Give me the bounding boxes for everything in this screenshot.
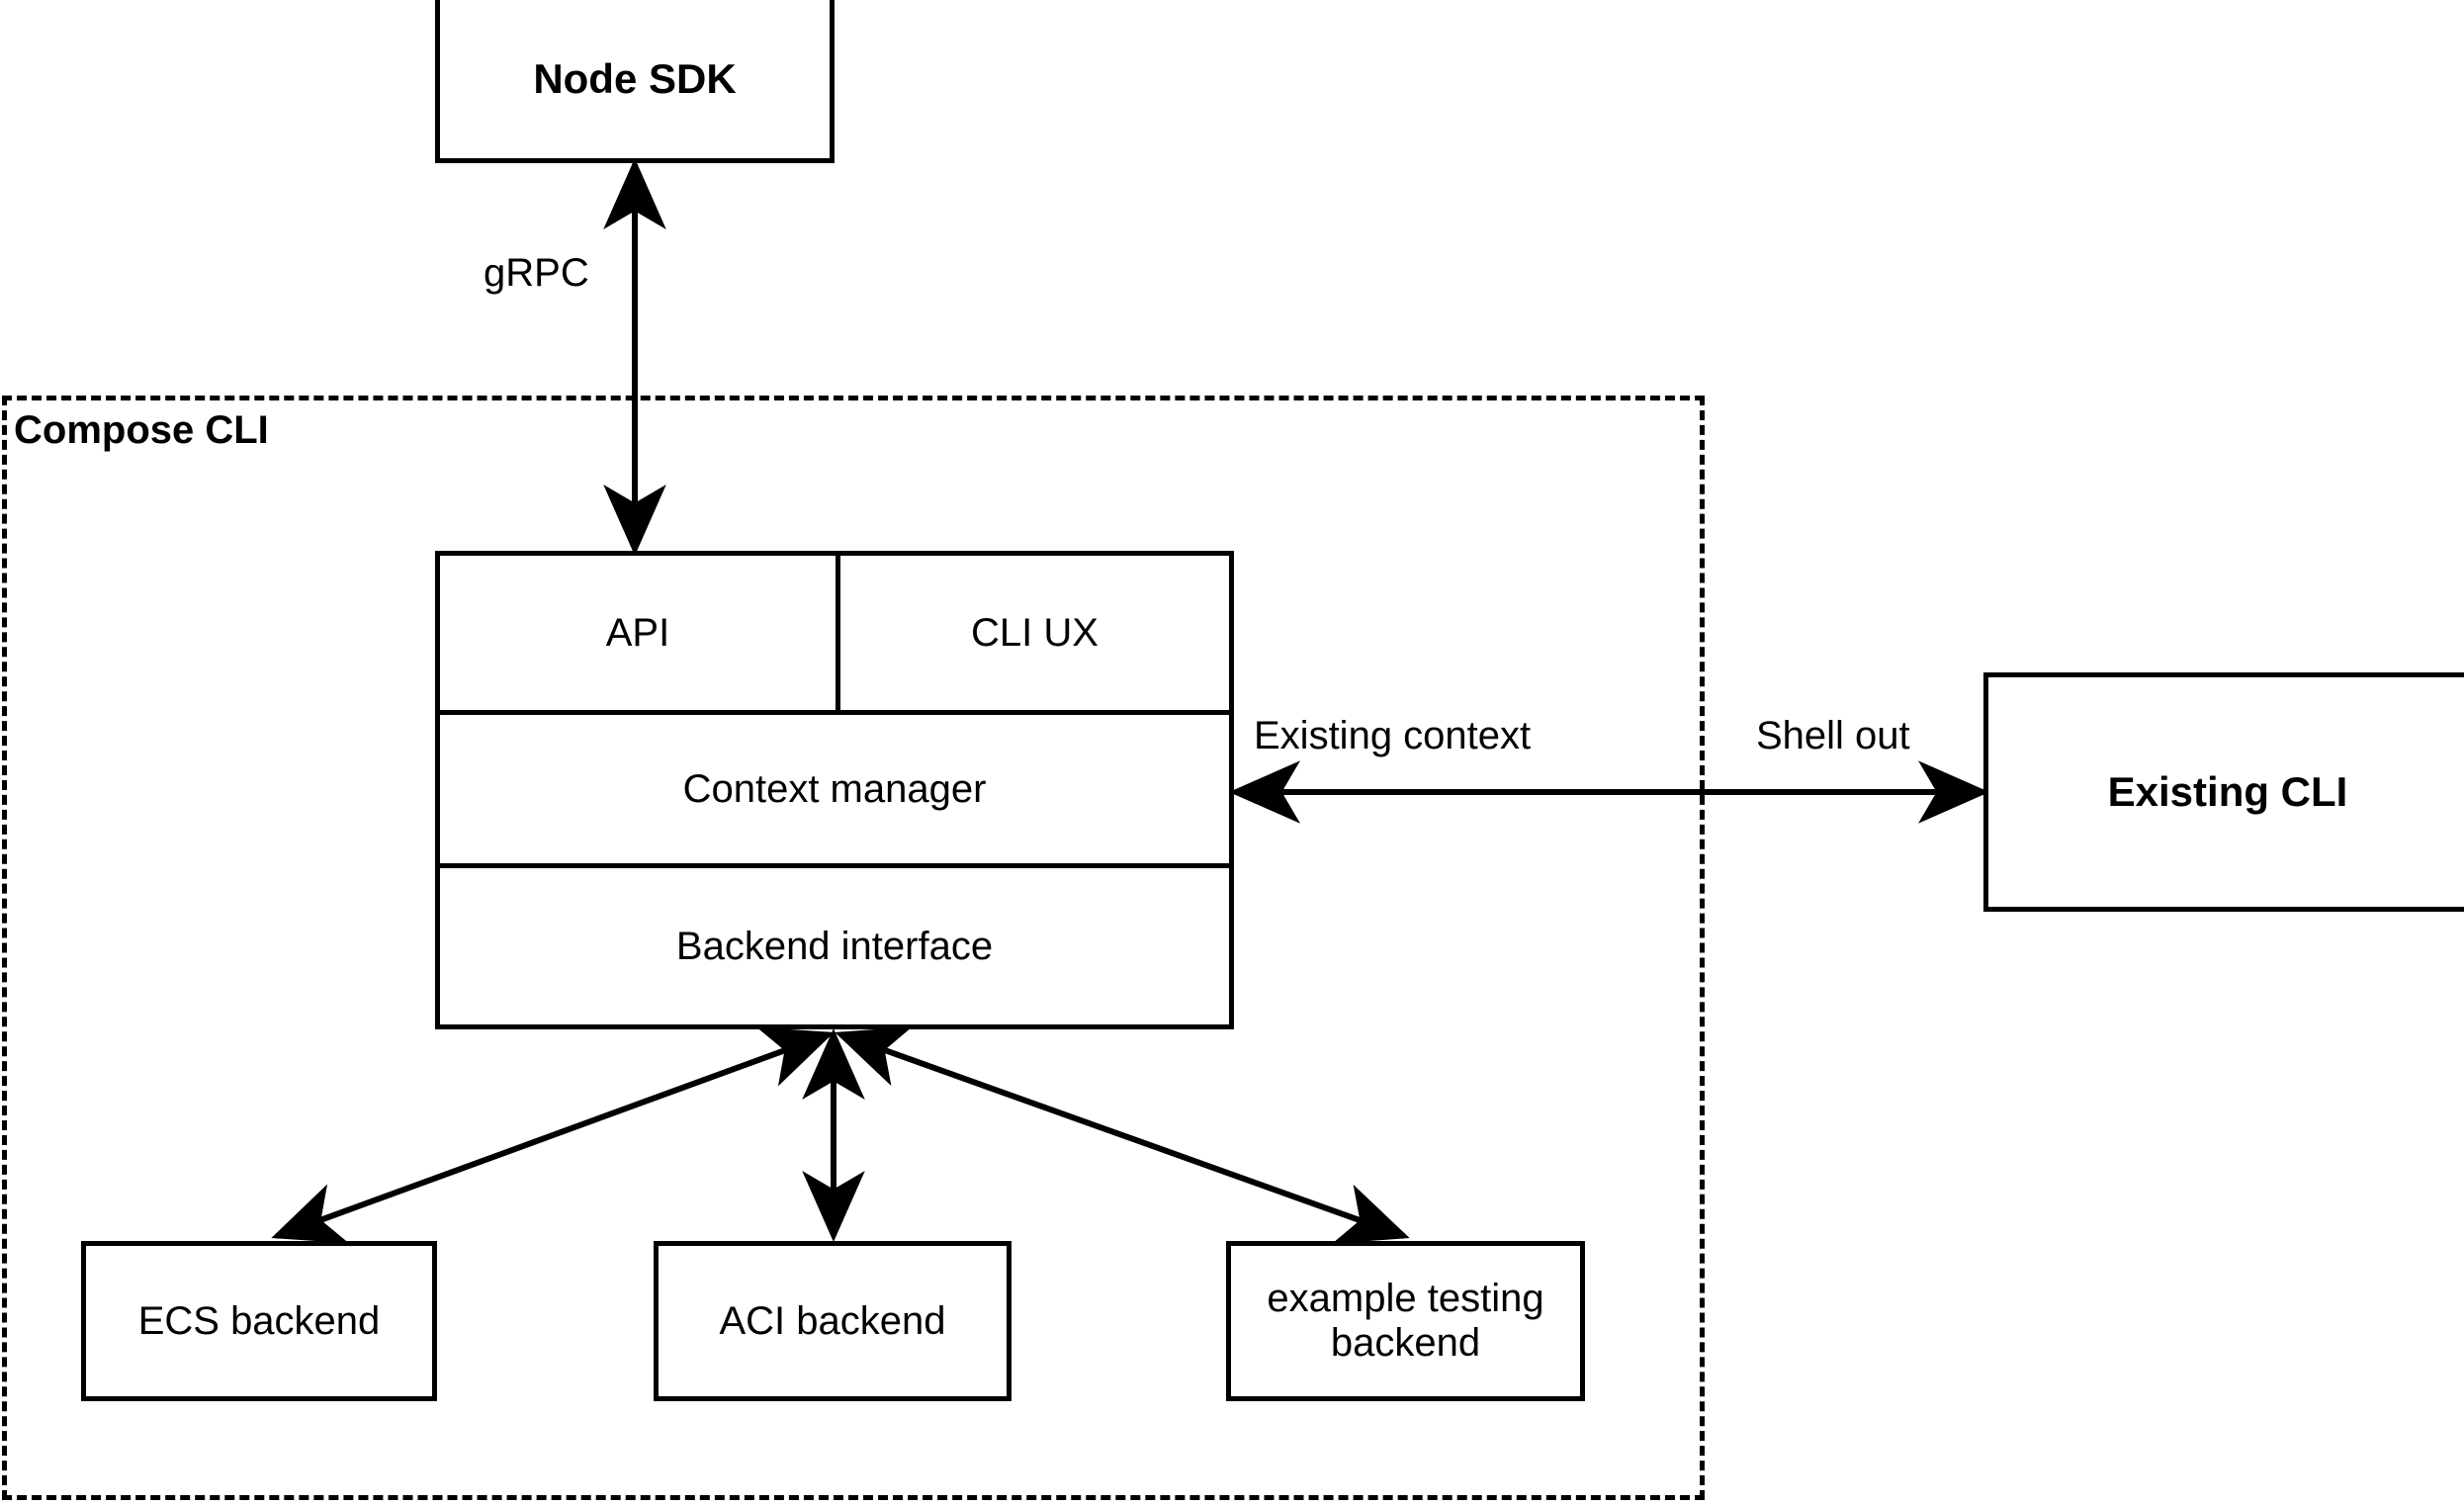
node-api[interactable]: API <box>605 610 670 655</box>
node-context-manager[interactable]: Context manager <box>682 766 987 811</box>
group-compose-cli <box>2 396 1705 1500</box>
stack-divider-1 <box>440 710 1229 715</box>
node-aci-backend[interactable]: ACI backend <box>654 1241 1012 1401</box>
node-cli-ux[interactable]: CLI UX <box>971 610 1099 655</box>
stack-divider-2 <box>440 863 1229 868</box>
edge-label-existing-context: Existing context <box>1254 714 1532 757</box>
edge-example-testing-backend <box>835 1026 1410 1244</box>
example-testing-backend-line-2: backend <box>1330 1321 1481 1365</box>
compose-cli-stack: API CLI UX Context manager Backend inter… <box>435 551 1234 1029</box>
node-backend-interface[interactable]: Backend interface <box>675 924 994 968</box>
example-testing-backend-line-1: example testing <box>1267 1277 1544 1321</box>
edge-ecs-backend <box>271 1026 835 1244</box>
group-compose-cli-label: Compose CLI <box>14 408 269 452</box>
edge-label-grpc: gRPC <box>484 251 589 295</box>
edge-label-shell-out: Shell out <box>1756 714 1910 757</box>
node-ecs-backend[interactable]: ECS backend <box>81 1241 437 1401</box>
stack-divider-vertical <box>836 556 840 710</box>
node-node-sdk[interactable]: Node SDK <box>435 0 835 163</box>
node-existing-cli[interactable]: Existing CLI <box>1983 672 2464 912</box>
node-example-testing-backend[interactable]: example testing backend <box>1226 1241 1585 1401</box>
